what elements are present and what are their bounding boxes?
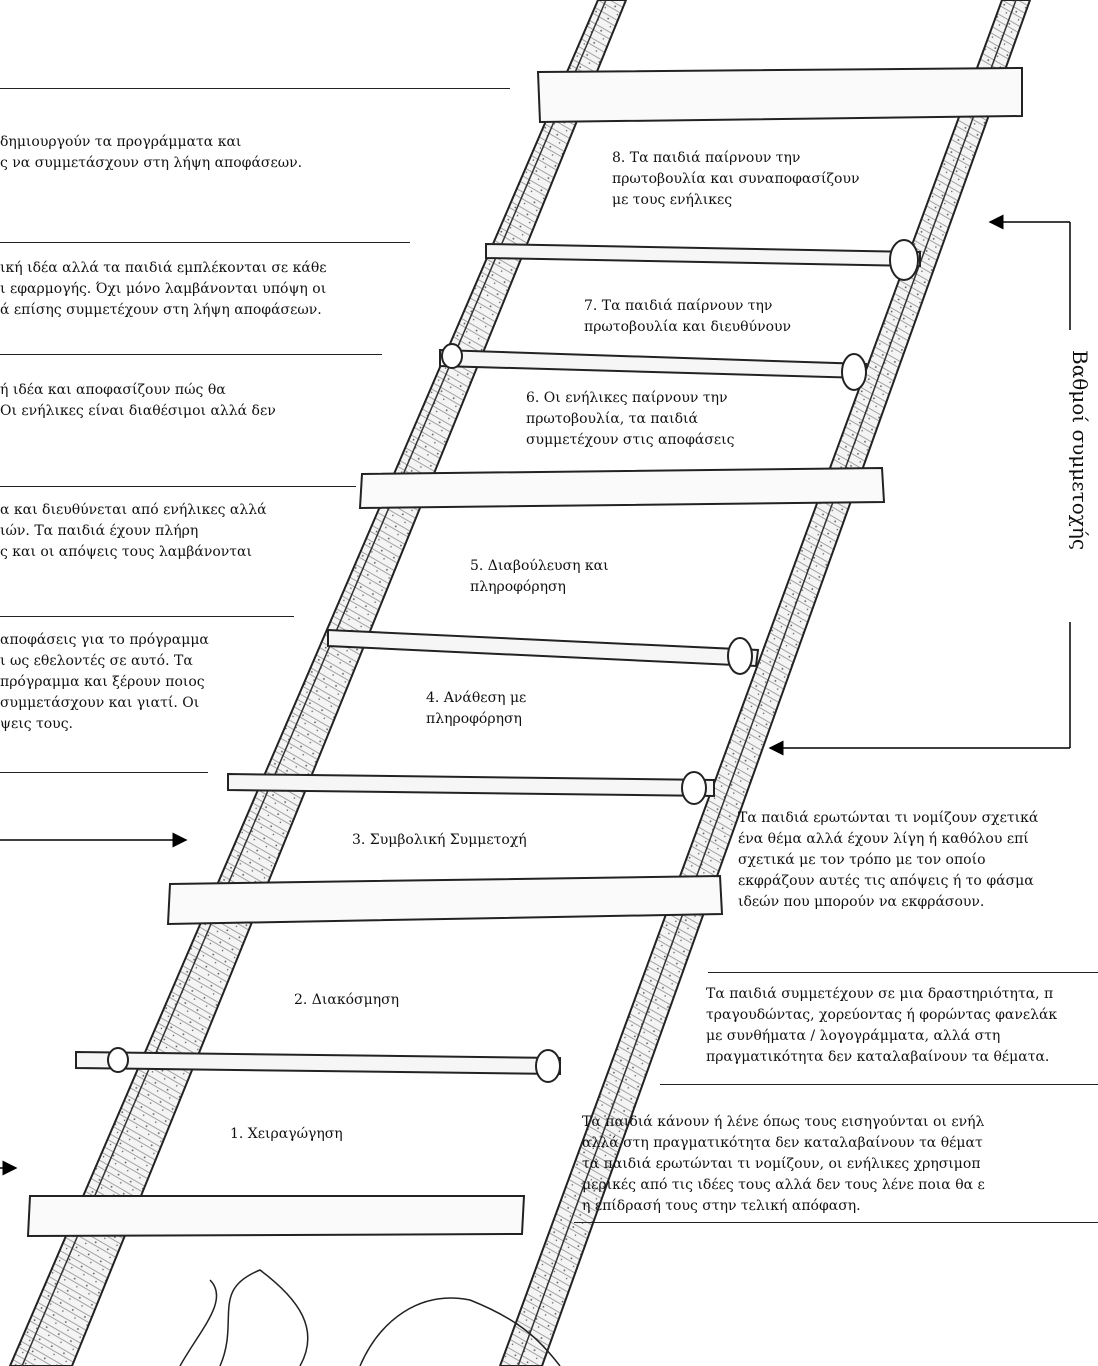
- rung-8-label: 8. Τα παιδιά παίρνουν την πρωτοβουλία κα…: [612, 150, 860, 208]
- ladder-board: [536, 66, 1023, 124]
- rung-6-label: 6. Οι ενήλικες παίρνουν την πρωτοβουλία,…: [526, 390, 735, 448]
- separator-line: [0, 486, 356, 487]
- ladder-board: [26, 1195, 526, 1238]
- rung-7-label: 7. Τα παιδιά παίρνουν την πρωτοβουλία κα…: [584, 298, 792, 335]
- ladder-rung: [327, 628, 760, 668]
- rung-5-label: 5. Διαβούλευση και πληροφόρηση: [470, 558, 609, 595]
- rung-3-label: 3. Συμβολική Συμμετοχή: [352, 832, 527, 848]
- right-description-symbolic: Τα παιδιά ερωτώνται τι νομίζουν σχετικά …: [738, 810, 1039, 910]
- ladder-rung: [485, 242, 921, 268]
- ladder-right-rail-edge: [517, 0, 1017, 1366]
- left-description-4: α και διευθύνεται από ενήλικες αλλά ιών.…: [0, 502, 267, 560]
- separator-line: [0, 616, 294, 617]
- ladder-left-rail-edge: [21, 0, 607, 1366]
- right-description-decoration: Τα παιδιά συμμετέχουν σε μια δραστηριότη…: [706, 986, 1058, 1065]
- separator-line: [0, 772, 208, 773]
- rung-1-label: 1. Χειραγώγηση: [230, 1126, 343, 1142]
- separator-line: [708, 972, 1098, 973]
- separator-line: [0, 242, 410, 243]
- ladder-rung: [227, 772, 715, 798]
- ladder-board: [358, 466, 886, 510]
- left-description-1: δημιουργούν τα προγράμματα και ς να συμμ…: [0, 134, 303, 171]
- participation-degrees-label: Βαθμοί συμμετοχής: [1068, 350, 1092, 551]
- rung-2-label: 2. Διακόσμηση: [294, 992, 400, 1008]
- ladder-board: [166, 874, 724, 926]
- ladder-rung: [75, 1050, 561, 1076]
- separator-line: [660, 1084, 1098, 1085]
- ladder-rung: [439, 348, 868, 380]
- left-description-5: αποφάσεις για το πρόγραμμα ι ως εθελοντέ…: [0, 632, 209, 732]
- separator-line: [0, 354, 382, 355]
- right-description-manipulation: Τα παιδιά κάνουν ή λένε όπως τους εισηγο…: [582, 1114, 985, 1214]
- left-description-3: ή ιδέα και αποφασίζουν πώς θα Οι ενήλικε…: [0, 382, 276, 419]
- separator-line: [574, 1222, 1098, 1223]
- separator-line: [0, 88, 510, 89]
- left-description-2: ική ιδέα αλλά τα παιδιά εμπλέκονται σε κ…: [0, 260, 327, 318]
- rung-4-label: 4. Ανάθεση με πληροφόρηση: [426, 690, 527, 727]
